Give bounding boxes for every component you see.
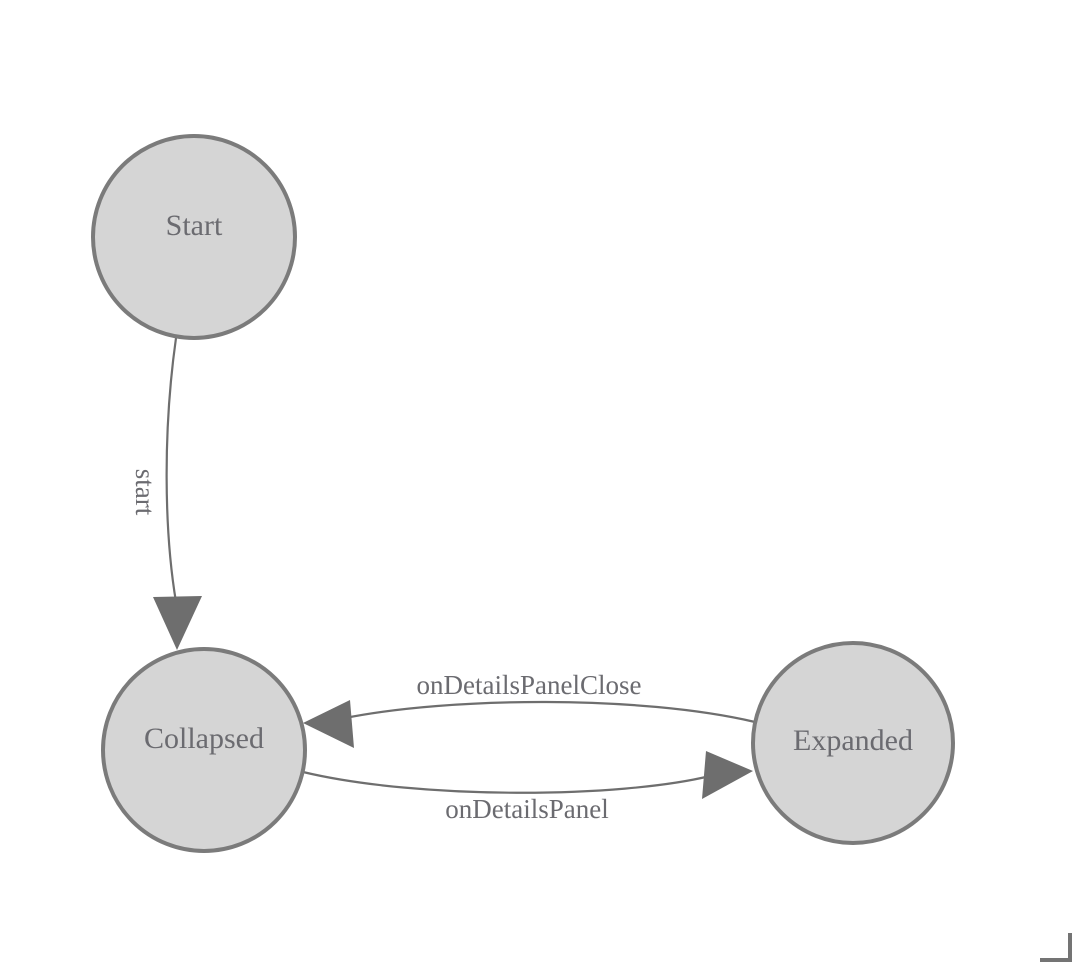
node-collapsed-label: Collapsed bbox=[144, 722, 264, 755]
edge-start-to-collapsed-arrowhead bbox=[153, 596, 202, 650]
edge-expanded-to-collapsed[interactable]: onDetailsPanelClose bbox=[303, 670, 756, 748]
edge-collapsed-to-expanded-arrowhead bbox=[702, 751, 753, 799]
node-start-label: Start bbox=[166, 209, 223, 242]
edge-expanded-to-collapsed-arrowhead bbox=[303, 700, 354, 748]
edge-collapsed-to-expanded[interactable]: onDetailsPanel bbox=[302, 751, 753, 824]
edge-start-to-collapsed-path bbox=[165, 337, 178, 603]
node-expanded[interactable]: Expanded bbox=[751, 641, 955, 845]
edge-start-to-collapsed[interactable]: start bbox=[130, 337, 202, 650]
edge-collapsed-to-expanded-path bbox=[302, 770, 711, 794]
edge-collapsed-to-expanded-label: onDetailsPanel bbox=[445, 794, 608, 824]
node-collapsed-circle bbox=[101, 647, 307, 853]
edge-start-to-collapsed-label: start bbox=[130, 469, 160, 516]
viewport-corner-mark bbox=[1040, 933, 1072, 962]
edge-expanded-to-collapsed-path bbox=[344, 700, 756, 724]
node-expanded-circle bbox=[751, 641, 955, 845]
node-collapsed[interactable]: Collapsed bbox=[101, 647, 307, 853]
node-expanded-label: Expanded bbox=[793, 724, 913, 757]
node-start-circle bbox=[91, 134, 297, 340]
edge-expanded-to-collapsed-label: onDetailsPanelClose bbox=[417, 670, 642, 700]
node-start[interactable]: Start bbox=[91, 134, 297, 340]
